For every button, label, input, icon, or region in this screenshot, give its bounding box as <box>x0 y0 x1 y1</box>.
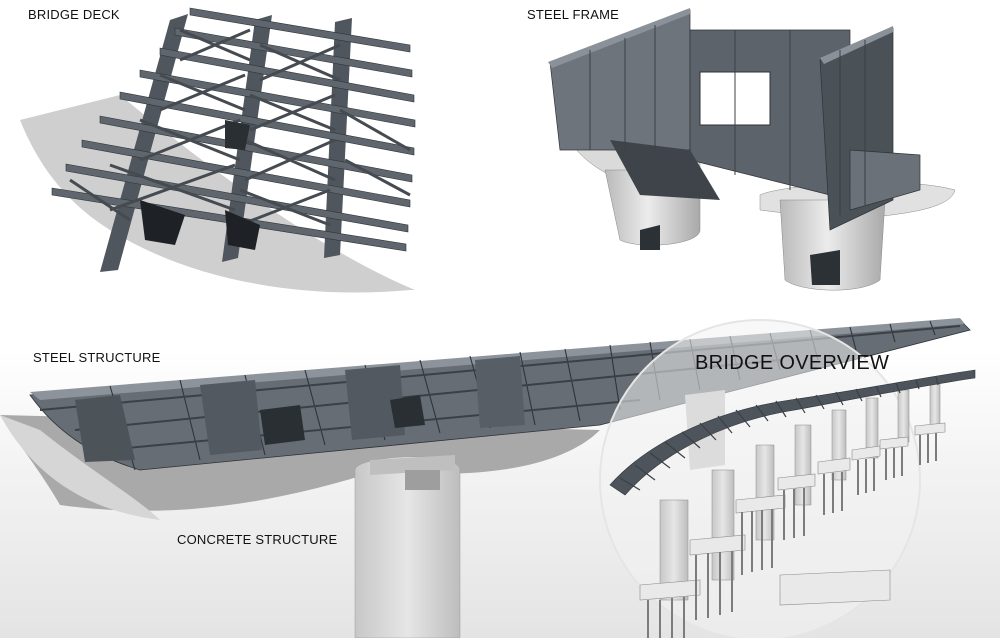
bridge-overview-label: BRIDGE OVERVIEW <box>695 352 890 374</box>
bridge-deck-model <box>20 7 416 293</box>
steel-frame-label: STEEL FRAME <box>527 7 620 22</box>
steel-structure-label: STEEL STRUCTURE <box>33 350 161 365</box>
bridge-overview-model <box>599 319 976 638</box>
bridge-deck-label: BRIDGE DECK <box>28 7 120 22</box>
steel-frame-model <box>548 8 956 291</box>
concrete-structure-label: CONCRETE STRUCTURE <box>177 532 338 547</box>
